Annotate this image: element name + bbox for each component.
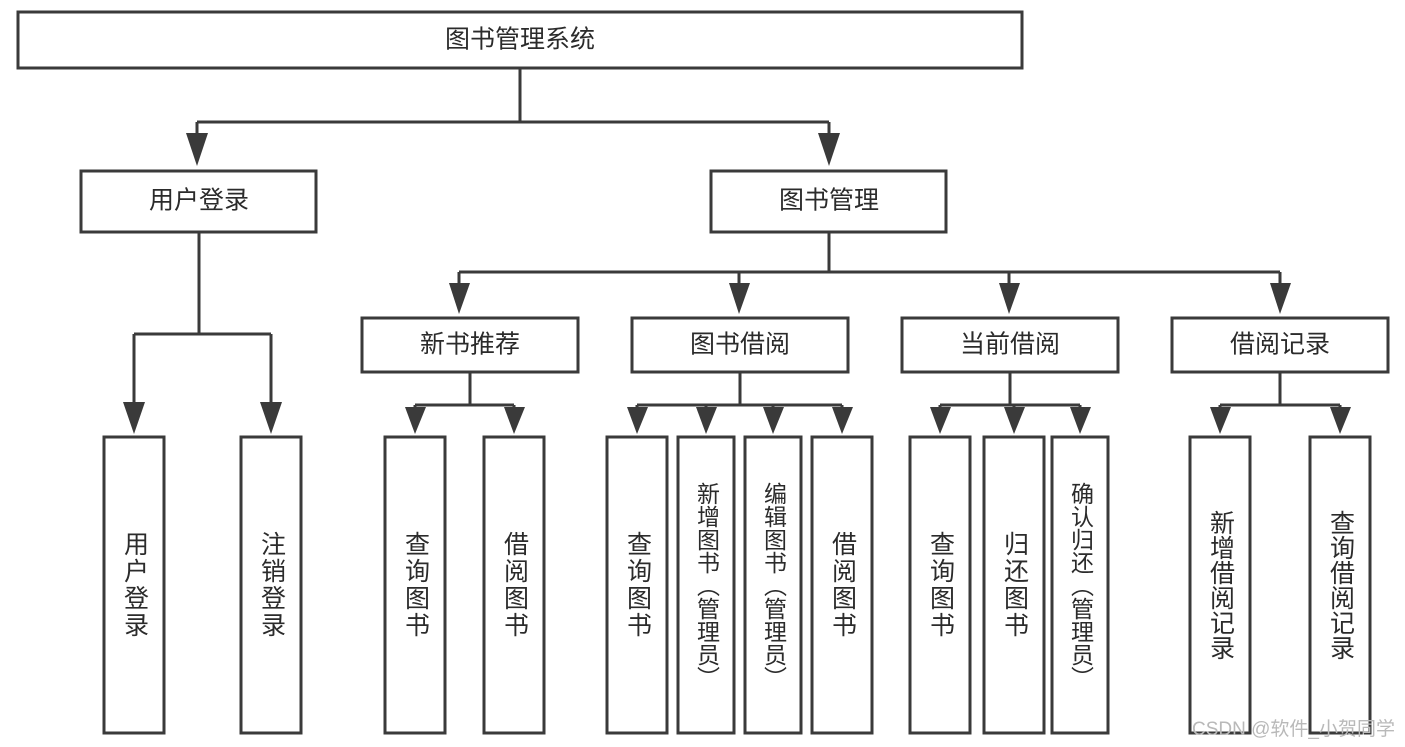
leaf-box-borrow-book-newbook[interactable] [482,435,546,735]
arrow-root-to-user-login [186,133,208,166]
node-user-login-label: 用户登录 [149,187,249,215]
leaf-box-query-book-newbook[interactable] [383,435,447,735]
node-root-label: 图书管理系统 [445,26,595,54]
leaf-box-query-borrow-record[interactable] [1308,435,1372,735]
arrow-borrow-leaf-2 [696,407,717,434]
node-user-login-box[interactable] [79,169,318,234]
leaf-box-borrow-book[interactable] [810,435,874,735]
node-book-borrow-box[interactable] [630,316,850,374]
node-root-box[interactable] [16,10,1024,70]
node-book-management-label: 图书管理 [779,187,879,215]
leaf-box-add-book-admin[interactable] [676,435,736,735]
node-new-book-recommend-label: 新书推荐 [420,331,520,359]
leaf-box-return-book[interactable] [982,435,1046,735]
arrow-borrow-leaf-3 [763,407,784,434]
arrow-record-leaf-2 [1330,407,1351,434]
leaf-box-add-borrow-record[interactable] [1188,435,1252,735]
leaf-box-query-book-current[interactable] [908,435,972,735]
arrow-current-leaf-3 [1070,407,1091,434]
node-book-borrow-label: 图书借阅 [690,331,790,359]
arrow-newbook-leaf-1 [405,407,426,434]
node-new-book-recommend-box[interactable] [360,316,580,374]
leaf-box-edit-book-admin[interactable] [743,435,803,735]
arrow-current-leaf-1 [930,407,951,434]
connector-layer [123,68,1351,434]
arrow-bookmgmt-to-current [999,283,1020,314]
leaf-box-query-book-borrow[interactable] [605,435,669,735]
arrow-newbook-leaf-2 [504,407,525,434]
node-current-borrow-label: 当前借阅 [960,331,1060,359]
arrow-current-leaf-2 [1004,407,1025,434]
arrow-bookmgmt-to-borrow [729,283,750,314]
arrow-userlogin-leaf-1 [123,402,145,434]
arrow-record-leaf-1 [1210,407,1231,434]
node-borrow-record-box[interactable] [1170,316,1390,374]
arrow-bookmgmt-to-newbook [449,283,470,314]
arrow-bookmgmt-to-record [1270,283,1291,314]
node-layer: 图书管理系统 用户登录 图书管理 新书推荐 图书借阅 当前借阅 借阅记录 [16,10,1390,735]
leaf-box-confirm-return-admin[interactable] [1050,435,1110,735]
arrow-root-to-book-mgmt [818,133,840,166]
leaf-box-user-login[interactable] [102,435,166,735]
node-current-borrow-box[interactable] [900,316,1120,374]
leaf-box-logout[interactable] [239,435,303,735]
arrow-userlogin-leaf-2 [260,402,282,434]
arrow-borrow-leaf-4 [832,407,853,434]
node-book-management-box[interactable] [709,169,948,234]
arrow-borrow-leaf-1 [627,407,648,434]
csdn-watermark: CSDN @软件_小贺同学 [1192,719,1395,740]
node-borrow-record-label: 借阅记录 [1230,331,1330,359]
